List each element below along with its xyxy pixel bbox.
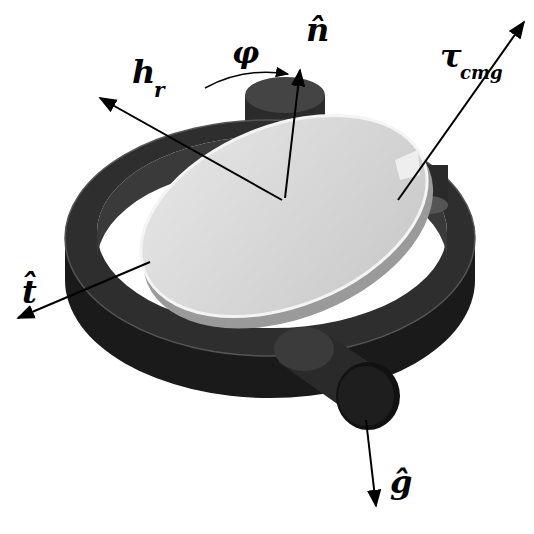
angle-symbol: φ [232, 38, 259, 68]
vector-symbol: τ [440, 40, 462, 72]
vector-symbol: h [132, 56, 155, 88]
vector-subscript: r [154, 80, 165, 100]
vector-symbol: ĝ [390, 466, 412, 498]
vector-symbol: n̂ [306, 14, 329, 46]
gimbal-motor [274, 327, 400, 430]
vector-symbol: t̂ [22, 276, 37, 308]
vector-subscript: cmg [460, 64, 503, 82]
rotor-disk [111, 76, 463, 368]
vector-arrows [18, 22, 524, 506]
